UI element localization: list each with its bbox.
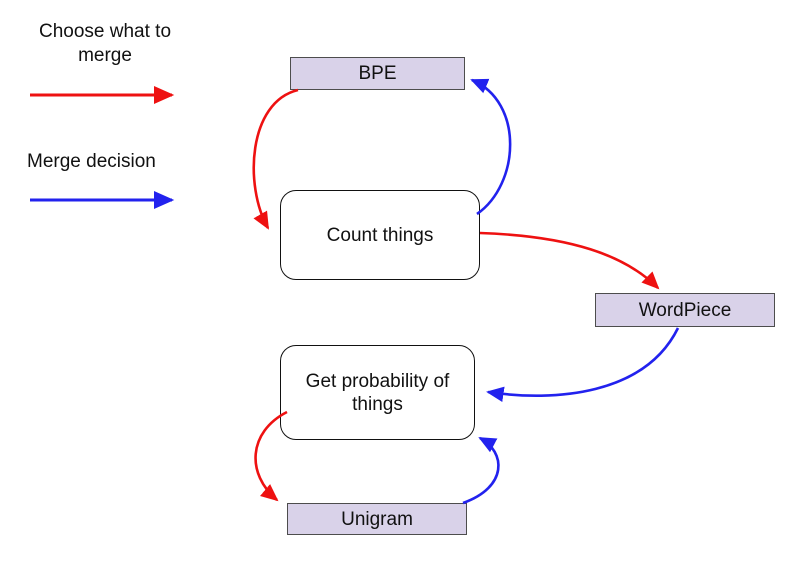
- edge-wordpiece-to-probability-blue: [486, 327, 680, 403]
- node-bpe: BPE: [290, 57, 465, 90]
- node-unigram-label: Unigram: [341, 508, 413, 530]
- node-count-things: Count things: [280, 190, 480, 280]
- node-wordpiece-label: WordPiece: [638, 299, 732, 321]
- legend-merge-decision-label: Merge decision: [27, 151, 156, 172]
- node-bpe-label: BPE: [358, 63, 397, 84]
- edge-unigram-to-probability-blue: [462, 436, 500, 505]
- edge-count-to-wordpiece-red: [479, 231, 660, 290]
- node-wordpiece: WordPiece: [595, 293, 775, 327]
- node-unigram: Unigram: [287, 503, 467, 535]
- node-get-probability-label: Get probability of things: [305, 370, 450, 415]
- node-count-things-label: Count things: [326, 224, 434, 246]
- node-get-probability: Get probability of things: [280, 345, 475, 440]
- legend-choose-label: Choose what to merge: [38, 21, 172, 66]
- edge-count-to-bpe-blue: [470, 78, 512, 216]
